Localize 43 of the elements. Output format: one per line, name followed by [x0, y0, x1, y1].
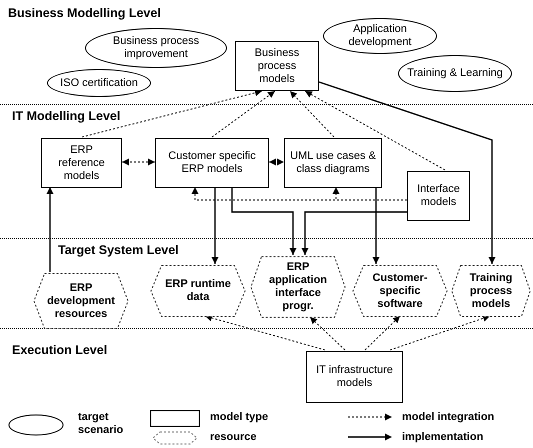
arrow [82, 89, 262, 138]
arrow [372, 187, 380, 264]
double-arrow [122, 158, 156, 166]
level-band [0, 238, 533, 328]
level-heading: IT Modelling Level [12, 109, 120, 123]
resource-hexagon: Training process models [451, 265, 531, 317]
resource-hexagon: ERP runtime data [150, 265, 246, 317]
arrow [46, 187, 54, 272]
arrow [302, 211, 407, 255]
level-heading: Target System Level [58, 243, 179, 257]
model-box: Business process models [235, 41, 319, 91]
arrow [318, 81, 496, 264]
arrow [204, 314, 326, 350]
legend-text: model type [210, 411, 268, 424]
model-box: Customer specific ERP models [155, 138, 269, 188]
resource-hexagon: ERP development resources [33, 273, 129, 329]
arrow [332, 186, 408, 200]
arrow [212, 187, 218, 264]
model-box: Interface models [407, 171, 470, 221]
scenario-ellipse: ISO certification [47, 69, 151, 97]
arrow [290, 90, 334, 138]
arrow [231, 187, 296, 255]
legend-text: implementation [402, 431, 484, 444]
arrow [212, 90, 276, 138]
model-box: ERP reference models [41, 138, 122, 188]
level-heading: Execution Level [12, 343, 108, 357]
level-band [0, 328, 533, 406]
legend-text: resource [210, 431, 256, 444]
model-box: UML use cases & class diagrams [284, 138, 382, 188]
scenario-ellipse: Business process improvement [85, 28, 227, 68]
resource-hexagon: Customer-specific software [352, 265, 448, 317]
arrow [310, 316, 346, 350]
scenario-ellipse: Application development [323, 18, 437, 54]
arrow [390, 314, 490, 350]
resource-hexagon: ERP application interface progr. [250, 256, 346, 318]
scenario-ellipse: Training & Learning [398, 55, 512, 92]
level-heading: Business Modelling Level [8, 6, 161, 20]
arrow [304, 90, 446, 170]
model-box: IT infrastructure models [306, 351, 403, 403]
legend-text: target scenario [78, 411, 124, 437]
double-arrow [268, 158, 284, 166]
legend-text: model integration [402, 411, 494, 424]
arrow [364, 316, 400, 350]
